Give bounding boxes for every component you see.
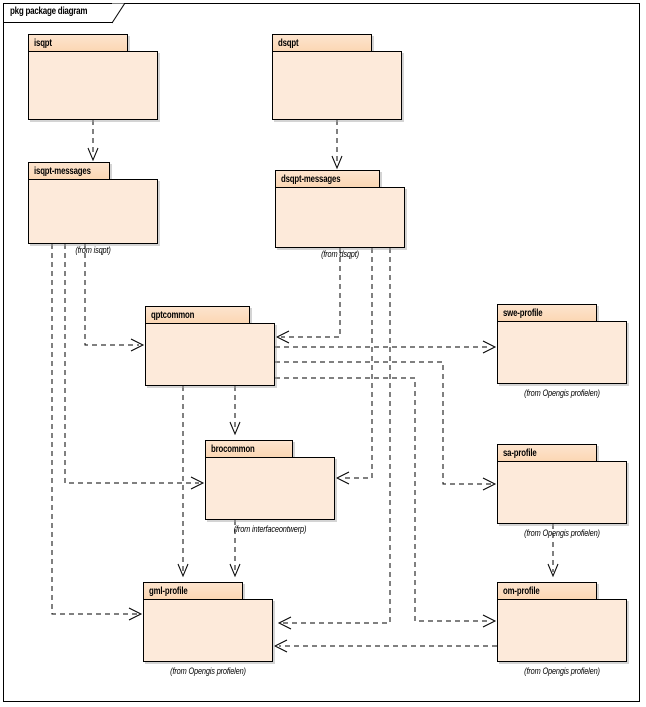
- package-name: gml-profile: [149, 586, 188, 597]
- package-header: dsqpt-messages: [275, 170, 380, 188]
- package-subtitle: (from Opengis profielen): [524, 388, 600, 398]
- package-name: om-profile: [503, 586, 540, 597]
- package-subtitle: (from dsqpt): [321, 249, 359, 259]
- package-qptcommon[interactable]: qptcommon: [145, 306, 275, 386]
- package-isqpt[interactable]: isqpt: [28, 34, 158, 120]
- package-name: qptcommon: [151, 310, 195, 321]
- package-header: isqpt-messages: [28, 162, 110, 180]
- package-body: [275, 187, 405, 248]
- package-header: brocommon: [205, 440, 293, 458]
- package-header: isqpt: [28, 34, 128, 52]
- package-subtitle: (from Opengis profielen): [170, 666, 246, 676]
- package-name: dsqpt-messages: [281, 174, 341, 185]
- diagram-frame-tab: [3, 3, 113, 23]
- package-dsqpt-messages[interactable]: dsqpt-messages (from dsqpt): [275, 170, 405, 259]
- package-subtitle: (from isqpt): [75, 245, 111, 255]
- frame-tab-corner: [112, 3, 126, 24]
- package-subtitle: (from interfaceontwerp): [233, 524, 307, 534]
- package-header: sa-profile: [497, 444, 597, 462]
- package-header: dsqpt: [272, 34, 372, 52]
- package-body: [497, 461, 627, 524]
- package-sa-profile[interactable]: sa-profile (from Opengis profielen): [497, 444, 627, 538]
- package-name: brocommon: [211, 444, 255, 455]
- package-om-profile[interactable]: om-profile (from Opengis profielen): [497, 582, 627, 676]
- package-body: [28, 51, 158, 120]
- package-header: gml-profile: [143, 582, 243, 600]
- package-brocommon[interactable]: brocommon (from interfaceontwerp): [205, 440, 335, 534]
- package-header: swe-profile: [497, 304, 597, 322]
- package-body: [272, 51, 402, 120]
- package-dsqpt[interactable]: dsqpt: [272, 34, 402, 120]
- package-body: [497, 321, 627, 384]
- package-header: qptcommon: [145, 306, 250, 324]
- diagram-frame: [3, 3, 640, 702]
- package-body: [143, 599, 273, 662]
- package-isqpt-messages[interactable]: isqpt-messages (from isqpt): [28, 162, 158, 255]
- diagram-title: pkg package diagram: [10, 6, 88, 17]
- package-body: [497, 599, 627, 662]
- package-swe-profile[interactable]: swe-profile (from Opengis profielen): [497, 304, 627, 398]
- package-body: [28, 179, 158, 244]
- package-gml-profile[interactable]: gml-profile (from Opengis profielen): [143, 582, 273, 676]
- package-name: swe-profile: [503, 308, 543, 319]
- package-body: [205, 457, 335, 520]
- package-name: isqpt-messages: [34, 166, 91, 177]
- package-subtitle: (from Opengis profielen): [524, 528, 600, 538]
- package-name: isqpt: [34, 38, 52, 49]
- package-header: om-profile: [497, 582, 597, 600]
- package-body: [145, 323, 275, 386]
- package-name: dsqpt: [278, 38, 299, 49]
- package-name: sa-profile: [503, 448, 537, 459]
- package-subtitle: (from Opengis profielen): [524, 666, 600, 676]
